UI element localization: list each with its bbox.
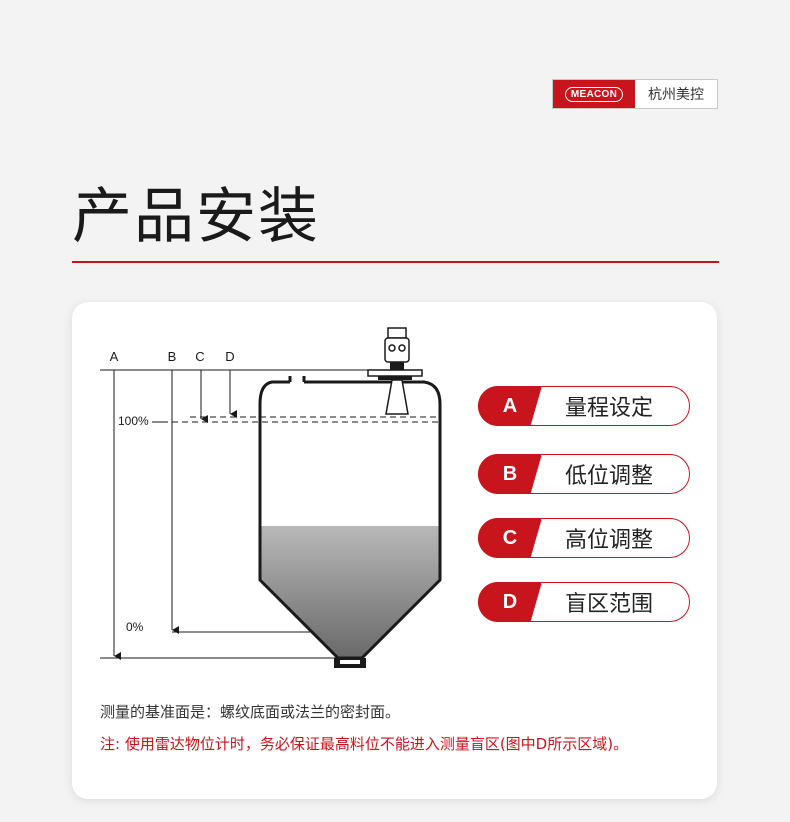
brand-logo-text: MEACON (564, 86, 624, 102)
brand-logo: MEACON (553, 80, 635, 108)
legend-letter-c: C (478, 518, 542, 558)
brand-name: 杭州美控 (648, 87, 704, 103)
column-label-b: B (168, 349, 177, 364)
legend-item-d: D 盲区范围 (478, 582, 690, 622)
legend-item-c: C 高位调整 (478, 518, 690, 558)
level-label-full: 100% (118, 414, 149, 428)
legend-text-c: 高位调整 (565, 527, 654, 553)
reference-note: 测量的基准面是：螺纹底面或法兰的密封面。 (100, 703, 401, 721)
material-fill (260, 526, 440, 657)
level-label-empty: 0% (126, 620, 144, 634)
silo-diagram: A B C D 100% 0% (100, 327, 442, 668)
legend-item-b: B 低位调整 (478, 454, 690, 494)
installation-card: A B C D 100% 0% (72, 302, 717, 799)
warning-note: 注: 使用雷达物位计时，务必保证最高料位不能进入测量盲区(图中D所示区域)。 (100, 735, 629, 753)
legend-item-a: A 量程设定 (478, 386, 690, 426)
radar-level-sensor (367, 327, 423, 415)
legend-letter-d: D (478, 582, 542, 622)
legend-text-b: 低位调整 (565, 463, 654, 489)
legend-text-d: 盲区范围 (565, 591, 654, 617)
brand-badge: MEACON 杭州美控 (552, 79, 718, 109)
column-label-c: C (195, 349, 204, 364)
outlet-inner (340, 660, 360, 664)
column-label-d: D (225, 349, 234, 364)
page-title: 产品安装 (72, 182, 320, 252)
legend-letter-a: A (478, 386, 542, 426)
legend-text-a: 量程设定 (565, 395, 654, 421)
column-label-a: A (110, 349, 119, 364)
title-divider (72, 261, 719, 263)
legend-letter-b: B (478, 454, 542, 494)
inlet-nozzle (288, 376, 306, 382)
